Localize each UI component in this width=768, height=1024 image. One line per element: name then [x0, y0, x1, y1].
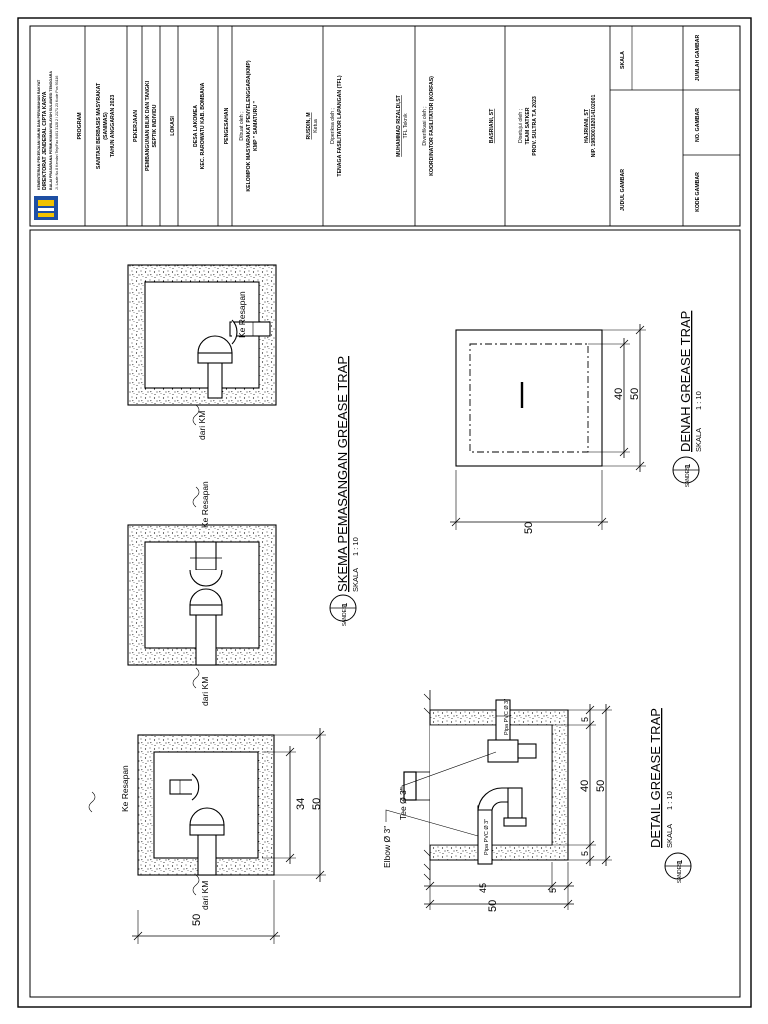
- skema-bot-dari-km: dari KM: [200, 881, 210, 910]
- detail-dim-5-horizontal: 5: [548, 888, 558, 893]
- detail-pipa-pvc-bottom: Pipa PVC Ø 3": [484, 819, 490, 855]
- korfas-line: KOORDINATOR FASILITATOR (KORFAS): [429, 76, 435, 176]
- tfl-line: TENAGA FASILITATOR LAPANGAN (TFL): [337, 75, 343, 176]
- pekerjaan-label: PEKERJAAN: [133, 110, 139, 142]
- detail-dim-40: 40: [579, 780, 591, 792]
- program-value-1: SANITASI BERBASIS MASYRAKAT: [96, 82, 102, 169]
- title-block: KEMENTERIAN PEKERJAAN UMUM DAN PERUMAHAN…: [29, 25, 741, 227]
- denah-dim-50-horizontal: 50: [523, 522, 535, 534]
- skema-bot-dim-34: 34: [295, 798, 307, 810]
- korfas-name: BASRIANI, ST: [489, 108, 495, 143]
- ketua-role: Ketua: [313, 119, 319, 133]
- dibuat-oleh: Dibuat oleh ;: [239, 111, 245, 140]
- lokasi-label: LOKASI: [170, 116, 176, 136]
- detail-skala: SKALA: [665, 824, 674, 848]
- kmp-line-1: KELOMPOK MASYARAKAT PENYELENGGARA(KMP): [246, 60, 252, 191]
- detail-dim-5-bottom: 5: [580, 851, 590, 856]
- satker-nip: NIP. 198300182014102001: [591, 94, 597, 157]
- jumlah-gambar-label: JUMLAH GAMBAR: [695, 35, 701, 82]
- pengesahan-label: PENGESAHAN: [224, 107, 230, 144]
- diverifikasi-oleh: Diverifikasi oleh ;: [422, 106, 428, 145]
- detail-callout-number: 1: [675, 860, 684, 864]
- skema-callout-number: 1: [340, 603, 349, 607]
- ketua-name: RUSDIN, M: [306, 112, 312, 139]
- denah-scale-value: 1 : 10: [694, 391, 703, 410]
- program-value-3: TAHUN ANGGARAN 2023: [110, 95, 116, 158]
- disetujui-oleh: Disetujui oleh ;: [518, 109, 524, 143]
- skema-top-dari-km: dari KM: [197, 411, 207, 440]
- satker-name: HAJRIANI, ST: [584, 108, 590, 143]
- detail-section: Pipa PVC Ø 3" Pipa PVC Ø 3" Elbow Ø 3" T…: [382, 690, 612, 912]
- tfl-name: MUHAMMAD RIZALDI,ST: [396, 94, 402, 156]
- denah-dim-50-vertical: 50: [629, 388, 641, 400]
- skema-callout-sheet: SANDES: [342, 605, 348, 626]
- kode-gambar-label: KODE GAMBAR: [695, 172, 701, 212]
- detail-pipa-pvc-top: Pipa PVC Ø 3": [504, 699, 510, 735]
- program-value-2: (SANIMAS): [103, 112, 109, 140]
- agency-line-4: Jl. Laute No.8 Kendari Telp/Fax 0401 312…: [55, 76, 59, 190]
- skema-trap-top: dari KM Ke Resapan: [127, 264, 277, 440]
- judul-gambar-label: JUDUL GAMBAR: [620, 169, 626, 211]
- agency-logo: [34, 196, 58, 220]
- pekerjaan-value-1: PEMBANGUNAN BILIK DAN TANGKI: [145, 80, 151, 171]
- agency-line-2: DIREKTORAT JENDERAL CIPTA KARYA: [42, 91, 48, 190]
- skema-trap-bottom: dari KM Ke Resapan 50 34 50: [88, 728, 326, 944]
- skema-bot-dim-50-horizontal: 50: [191, 914, 203, 926]
- detail-dim-50-vertical: 50: [595, 780, 607, 792]
- detail-tee-label: Tee Ø 3": [398, 787, 408, 820]
- skema-skala: SKALA: [351, 568, 360, 592]
- detail-title: DETAIL GREASE TRAP: [648, 708, 663, 848]
- detail-title-group: 1 SANDES DETAIL GREASE TRAP SKALA 1 : 10: [648, 708, 692, 883]
- denah-skala: SKALA: [694, 428, 703, 452]
- kmp-line-2: KMP " SAMATURU ": [253, 100, 259, 151]
- skema-bot-dim-50-vertical: 50: [311, 798, 323, 810]
- detail-callout-sheet: SANDES: [677, 862, 683, 883]
- detail-dim-50-horizontal: 50: [487, 900, 499, 912]
- skema-mid-dari-km: dari KM: [200, 677, 210, 706]
- denah-callout-number: 1: [683, 464, 692, 468]
- detail-dim-45: 45: [478, 883, 488, 893]
- denah-dim-40: 40: [613, 388, 625, 400]
- lokasi-value-2: KEC. RAROWATU KAB. BOMBANA: [200, 82, 206, 169]
- satker-line-2: PROV. SULTRA T.A 2023: [532, 96, 538, 156]
- skema-bot-ke-resapan: Ke Resapan: [120, 765, 130, 812]
- drawing-frame: [29, 229, 741, 998]
- tfl-role: TFL Teknik: [403, 113, 409, 138]
- satker-line-1: TEAM SATKER: [525, 107, 531, 144]
- denah-plan: 50 40 50: [450, 324, 646, 534]
- program-label: PROGRAM: [77, 112, 83, 139]
- detail-elbow-label: Elbow Ø 3": [382, 826, 392, 868]
- no-gambar-label: NO. GAMBAR: [695, 108, 701, 142]
- skala-label: SKALA: [620, 51, 626, 69]
- agency-line-1: KEMENTERIAN PEKERJAAN UMUM DAN PERUMAHAN…: [37, 79, 41, 190]
- denah-title: DENAH GREASE TRAP: [678, 311, 693, 452]
- skema-mid-ke-resapan: Ke Resapan: [200, 481, 210, 528]
- pekerjaan-value-2: SEPTIK INDIVIDU: [152, 104, 158, 147]
- detail-dim-5-top: 5: [580, 717, 590, 722]
- skema-title-group: 1 SANDES SKEMA PEMASANGAN GREASE TRAP SK…: [329, 356, 360, 626]
- agency-line-3: BALAI PRASARANA PERMUKIMAN WILAYAH SULAW…: [49, 71, 53, 190]
- skema-scale-value: 1 : 10: [351, 537, 360, 556]
- denah-callout-sheet: SANDES: [685, 466, 691, 487]
- diperiksa-oleh: Diperiksa oleh ;: [330, 108, 336, 144]
- detail-scale-value: 1 : 10: [665, 791, 674, 810]
- skema-top-ke-resapan: Ke Resapan: [237, 291, 247, 338]
- lokasi-value-1: DESA LAKOMEA: [193, 105, 199, 147]
- skema-title: SKEMA PEMASANGAN GREASE TRAP: [335, 356, 350, 592]
- sheet-border: [17, 17, 752, 1008]
- skema-trap-middle: dari KM Ke Resapan: [127, 481, 277, 706]
- denah-title-group: 1 SANDES DENAH GREASE TRAP SKALA 1 : 10: [672, 311, 703, 487]
